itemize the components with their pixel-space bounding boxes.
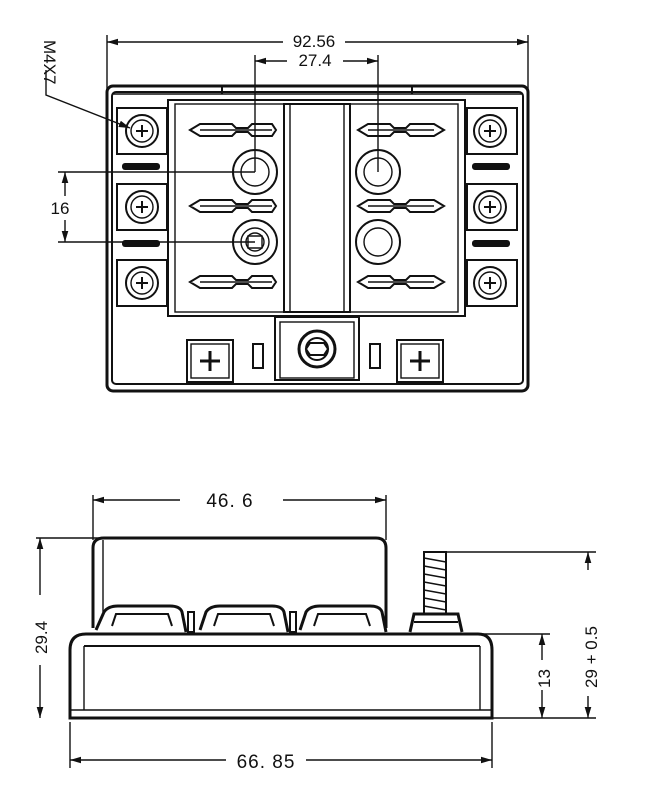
screw-callout-label: M4X7 [40, 40, 59, 84]
screw-callout: M4X7 [40, 40, 131, 129]
dim-total-height-label: 29.4 [32, 621, 51, 654]
side-view: 46. 6 29.4 [32, 491, 601, 773]
fuse-block-body-side [68, 536, 494, 720]
left-terminals [116, 107, 168, 307]
fuse-block-body-top [105, 84, 530, 393]
fuse-slots-left [188, 123, 278, 289]
dim-stud-height: 29 + 0.5 [446, 551, 601, 719]
dim-base-height-label: 13 [535, 669, 554, 688]
dim-screw-pitch-label: 16 [51, 199, 70, 218]
right-terminals [466, 107, 518, 307]
bottom-terminals [186, 316, 444, 383]
dim-base-width: 66. 85 [69, 722, 493, 773]
dim-stud-height-label: 29 + 0.5 [582, 626, 601, 688]
dim-base-height: 13 [480, 633, 554, 719]
dim-total-width: 92.56 [106, 32, 529, 90]
indicator-holes [232, 149, 401, 265]
fuse-slots-right [356, 123, 446, 289]
dim-total-width-label: 92.56 [293, 32, 336, 51]
dim-total-height: 29.4 [32, 537, 100, 718]
dim-stud-spacing: 27.4 [254, 51, 379, 172]
dim-cover-width-label: 46. 6 [206, 491, 253, 512]
dim-base-width-label: 66. 85 [237, 752, 296, 773]
dim-cover-width: 46. 6 [92, 491, 387, 540]
top-view: 92.56 27.4 M4X7 16 [40, 32, 530, 393]
dim-stud-spacing-label: 27.4 [298, 51, 331, 70]
